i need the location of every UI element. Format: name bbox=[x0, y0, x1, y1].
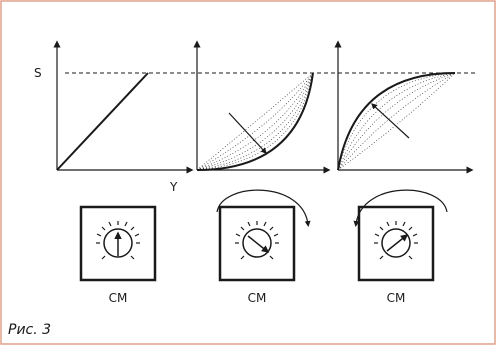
dial2-knob bbox=[242, 228, 272, 258]
x-axis-label: Y bbox=[169, 180, 178, 194]
dial3-ticks bbox=[374, 221, 418, 260]
dial3-knob bbox=[381, 228, 411, 258]
y-axis-label: S bbox=[34, 66, 42, 80]
counterclockwise-rotation-arrow bbox=[353, 189, 448, 227]
dial2-label: CM bbox=[248, 291, 267, 305]
logarithmic-curve bbox=[337, 72, 456, 171]
clockwise-rotation-arrow bbox=[216, 189, 311, 227]
exponential-family-lines bbox=[196, 72, 314, 171]
logarithmic-direction-arrow bbox=[371, 103, 410, 139]
dial3-needle bbox=[386, 234, 409, 252]
dial1-housing bbox=[79, 205, 157, 282]
exponential-direction-arrow bbox=[228, 112, 267, 154]
dial3-label: CM bbox=[387, 291, 406, 305]
dial-center: CM bbox=[79, 205, 157, 305]
figure-caption: Рис. 3 bbox=[8, 322, 51, 338]
dial2-needle bbox=[247, 235, 270, 253]
linear-curve bbox=[56, 72, 149, 171]
dial1-ticks bbox=[96, 221, 140, 260]
panel-logarithmic bbox=[334, 40, 474, 174]
dial1-knob bbox=[103, 228, 133, 258]
dial-counterclockwise: CM bbox=[353, 189, 448, 305]
panel-exponential bbox=[193, 40, 331, 174]
dial3-housing bbox=[357, 205, 435, 282]
dial2-ticks bbox=[235, 221, 279, 260]
dial-clockwise: CM bbox=[216, 189, 311, 305]
panel-linear: S Y bbox=[34, 40, 194, 194]
exponential-curve bbox=[196, 72, 314, 171]
dial2-housing bbox=[218, 205, 296, 282]
dial1-label: CM bbox=[109, 291, 128, 305]
